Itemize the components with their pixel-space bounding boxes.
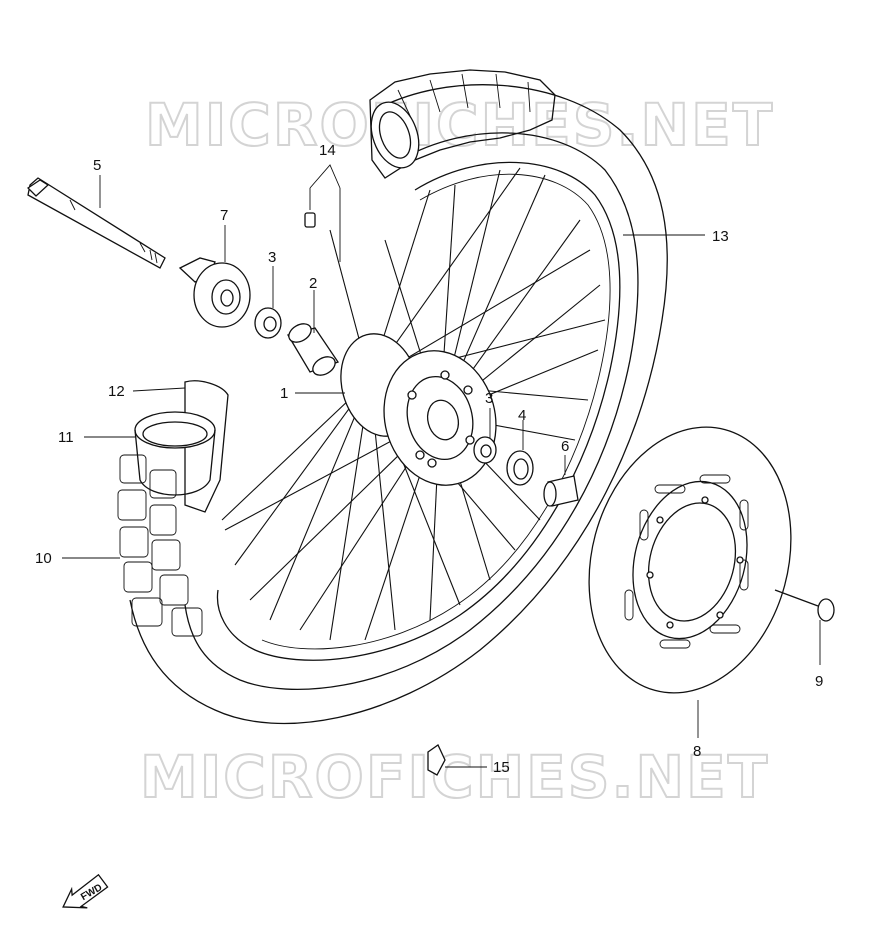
callout-10: 10 [35,550,52,567]
bearing-right [473,436,497,464]
speedometer-gearbox [178,257,251,328]
callout-15: 15 [493,759,510,776]
callout-1: 1 [280,385,288,402]
clip [427,744,446,776]
callout-12: 12 [108,383,125,400]
callout-3-right: 3 [485,390,493,407]
watermark-top: MICROFICHES.NET [145,91,774,159]
callout-13: 13 [712,228,729,245]
callout-9: 9 [815,673,823,690]
dust-seal [506,450,534,486]
callout-2: 2 [309,275,317,292]
fwd-arrow-icon: FWD [62,873,109,909]
callout-14: 14 [319,142,336,159]
callout-8: 8 [693,743,701,760]
rim-band [134,411,216,496]
fwd-label: FWD [79,882,104,903]
callout-4: 4 [518,407,526,424]
disc-bolt [774,589,835,622]
brake-disc [588,426,792,694]
hub [340,333,497,486]
tube [184,380,229,513]
collar [543,475,579,507]
callout-3-left: 3 [268,249,276,266]
callout-6: 6 [561,438,569,455]
leader-lines [62,164,821,768]
axle [26,177,166,269]
spacer [286,323,340,376]
watermark-bottom: MICROFICHES.NET [140,743,769,811]
spoke-nipple [304,212,316,228]
callouts: 5 7 3 2 1 14 3 4 6 13 12 11 10 8 9 15 [35,142,823,776]
callout-7: 7 [220,207,228,224]
callout-5: 5 [93,157,101,174]
bearing-left [254,307,282,339]
callout-11: 11 [58,429,74,446]
